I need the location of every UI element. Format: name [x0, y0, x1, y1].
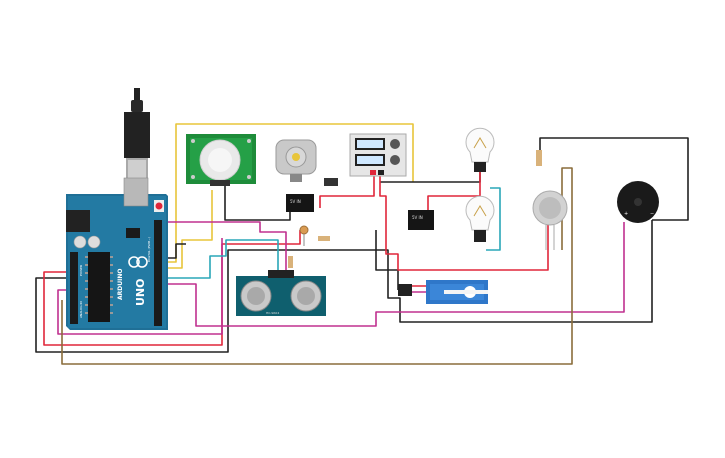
wire-misc-1[interactable] [166, 243, 186, 259]
power-jack [66, 210, 90, 232]
servo-motor[interactable] [426, 280, 488, 304]
arduino-board[interactable]: ARDUINO UNO DIGITAL (PWM~) POWER ANALOG … [66, 177, 168, 330]
power-label: POWER [79, 265, 83, 276]
arduino-brand: ARDUINO [117, 269, 124, 300]
wire-yellow[interactable] [166, 123, 414, 263]
wire-magenta-1[interactable] [57, 238, 223, 335]
ultrasonic-sensor[interactable]: HC-SR04 [236, 270, 326, 316]
usb-jack [123, 177, 149, 207]
wire-yellow-2[interactable] [166, 190, 213, 269]
wire-red-1[interactable] [43, 230, 301, 346]
analog-label: ANALOG IN [79, 301, 83, 318]
slide-switch[interactable] [324, 178, 338, 186]
wire-teal-2[interactable] [486, 187, 501, 251]
wire-red-3[interactable] [379, 172, 549, 271]
ultrasonic-label: HC-SR04 [266, 311, 279, 315]
svg-text:−: − [650, 211, 654, 217]
arduino-logo-icon [128, 256, 148, 268]
atmega-chip [88, 252, 110, 322]
pir-sensor[interactable] [186, 134, 256, 186]
dc-motor[interactable] [275, 139, 317, 182]
resistor[interactable] [318, 236, 330, 241]
gas-sensor[interactable] [532, 190, 568, 250]
power-supply[interactable] [349, 133, 407, 177]
wire-magenta-3[interactable] [166, 222, 625, 327]
power-header [70, 252, 78, 324]
wires [35, 123, 689, 365]
capacitor [87, 235, 101, 249]
wire-red-4[interactable] [427, 172, 481, 212]
wire-teal-1[interactable] [166, 239, 279, 279]
wire-black-servo[interactable] [375, 230, 399, 290]
resistor-2[interactable] [288, 256, 293, 268]
capacitor [73, 235, 87, 249]
relay-2[interactable]: 5V IN [408, 210, 434, 230]
wire-black-long[interactable] [35, 220, 653, 353]
photoresistor[interactable] [299, 225, 309, 246]
piezo-buzzer[interactable]: + − [617, 181, 659, 223]
usb-cable [124, 88, 150, 182]
wire-brown[interactable] [61, 167, 573, 365]
wire-magenta-2[interactable] [166, 221, 287, 270]
wire-black-top[interactable] [224, 186, 291, 221]
resistor-gas[interactable] [536, 150, 542, 166]
digital-header [154, 220, 162, 326]
relay-1[interactable]: 5V IN [286, 194, 314, 212]
arduino-model: UNO [134, 279, 147, 307]
digital-label: DIGITAL (PWM~) [147, 237, 151, 262]
svg-text:+: + [624, 211, 628, 217]
relay-1-label: 5V IN [290, 199, 301, 204]
wire-red-2[interactable] [319, 172, 375, 208]
bulb-1[interactable] [465, 127, 495, 172]
wire-black-buzzer[interactable] [539, 137, 689, 221]
bulb-2[interactable] [465, 195, 495, 242]
servo-connector [398, 284, 412, 296]
relay-2-label: 5V IN [412, 215, 423, 220]
